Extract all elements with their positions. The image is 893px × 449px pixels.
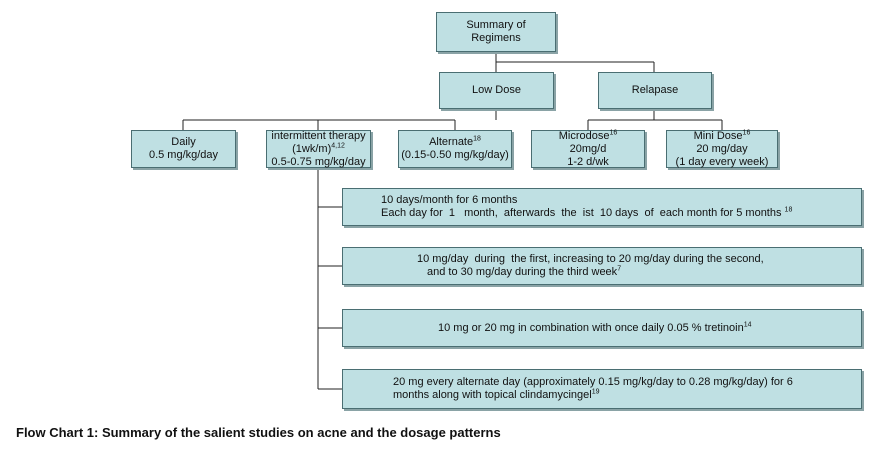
node-regimen-4-line-2: months along with topical clindamycingel… bbox=[393, 388, 600, 402]
node-regimen-1-line-2: Each day for 1 month, afterwards the ist… bbox=[381, 206, 793, 220]
node-relapse-label: Relapase bbox=[631, 84, 679, 96]
node-mini-dose: Mini Dose16 20 mg/day (1 day every week) bbox=[666, 128, 778, 168]
node-regimen-1: 10 days/month for 6 months Each day for … bbox=[342, 188, 862, 226]
node-regimen-3-line-1: 10 mg or 20 mg in combination with once … bbox=[438, 320, 752, 335]
node-low-dose: Low Dose bbox=[439, 72, 554, 109]
node-intermittent-line-1: intermittent therapy bbox=[271, 129, 366, 142]
node-alternate-line-1-text: Alternate bbox=[429, 136, 474, 148]
node-minidose-line-1-text: Mini Dose bbox=[693, 129, 743, 142]
node-relapse: Relapase bbox=[598, 72, 712, 109]
node-daily-line-1: Daily bbox=[171, 136, 196, 148]
node-low-dose-label: Low Dose bbox=[472, 84, 521, 96]
node-regimen-4-line-1: 20 mg every alternate day (approximately… bbox=[393, 376, 793, 388]
node-intermittent-line-2-text: (1wk/m) bbox=[292, 142, 332, 155]
node-regimen-2: 10 mg/day during the first, increasing t… bbox=[342, 247, 862, 285]
node-microdose: Microdose16 20mg/d 1-2 d/wk bbox=[531, 128, 645, 168]
node-intermittent-therapy: intermittent therapy (1wk/m)4,12 0.5-0.7… bbox=[266, 130, 371, 168]
node-minidose-line-1: Mini Dose16 bbox=[693, 128, 751, 143]
node-daily: Daily 0.5 mg/kg/day bbox=[131, 130, 236, 168]
node-intermittent-line-3: 0.5-0.75 mg/kg/day bbox=[271, 155, 366, 168]
node-regimen-3: 10 mg or 20 mg in combination with once … bbox=[342, 309, 862, 347]
node-regimen-2-line-2: and to 30 mg/day during the third week7 bbox=[417, 265, 622, 279]
node-intermittent-line-2: (1wk/m)4,12 bbox=[292, 141, 345, 156]
node-microdose-line-1-text: Microdose bbox=[558, 129, 610, 142]
figure-caption: Flow Chart 1: Summary of the salient stu… bbox=[16, 425, 501, 440]
node-regimen-4: 20 mg every alternate day (approximately… bbox=[342, 369, 862, 409]
node-daily-line-2: 0.5 mg/kg/day bbox=[148, 149, 219, 161]
node-alternate-line-2: (0.15-0.50 mg/kg/day) bbox=[401, 149, 509, 161]
node-alternate: Alternate18 (0.15-0.50 mg/kg/day) bbox=[398, 130, 512, 168]
connector-lines bbox=[182, 52, 723, 390]
node-regimen-1-line-2-text: Each day for 1 month, afterwards the ist… bbox=[381, 207, 782, 219]
node-alternate-ref: 18 bbox=[473, 135, 481, 143]
flow-chart: Summary of Regimens Low Dose Relapase Da… bbox=[131, 12, 862, 409]
node-microdose-line-1: Microdose16 bbox=[558, 128, 618, 143]
node-regimen-4-ref: 19 bbox=[591, 388, 600, 396]
node-microdose-line-3: 1-2 d/wk bbox=[567, 155, 609, 168]
node-regimen-2-ref: 7 bbox=[617, 265, 622, 273]
node-alternate-line-1: Alternate18 bbox=[429, 135, 481, 149]
node-intermittent-ref: 4,12 bbox=[331, 141, 345, 149]
node-microdose-line-2: 20mg/d bbox=[569, 142, 607, 155]
node-regimen-2-line-1: 10 mg/day during the first, increasing t… bbox=[417, 253, 764, 265]
node-regimen-3-ref: 14 bbox=[743, 320, 752, 328]
node-regimen-3-line-1-text: 10 mg or 20 mg in combination with once … bbox=[438, 321, 744, 334]
node-minidose-line-3: (1 day every week) bbox=[675, 155, 769, 168]
node-regimen-1-line-1: 10 days/month for 6 months bbox=[381, 194, 518, 206]
node-regimen-4-line-2-text: months along with topical clindamycingel bbox=[393, 389, 592, 401]
node-minidose-line-2: 20 mg/day bbox=[696, 142, 748, 155]
node-minidose-ref: 16 bbox=[742, 128, 751, 136]
node-microdose-ref: 16 bbox=[609, 128, 618, 136]
node-summary-line-2: Regimens bbox=[471, 32, 521, 44]
node-regimen-2-line-2-text: and to 30 mg/day during the third week bbox=[427, 266, 618, 278]
node-summary-line-1: Summary of bbox=[466, 19, 526, 31]
node-summary-of-regimens: Summary of Regimens bbox=[436, 12, 556, 52]
node-regimen-1-ref: 18 bbox=[784, 206, 793, 214]
